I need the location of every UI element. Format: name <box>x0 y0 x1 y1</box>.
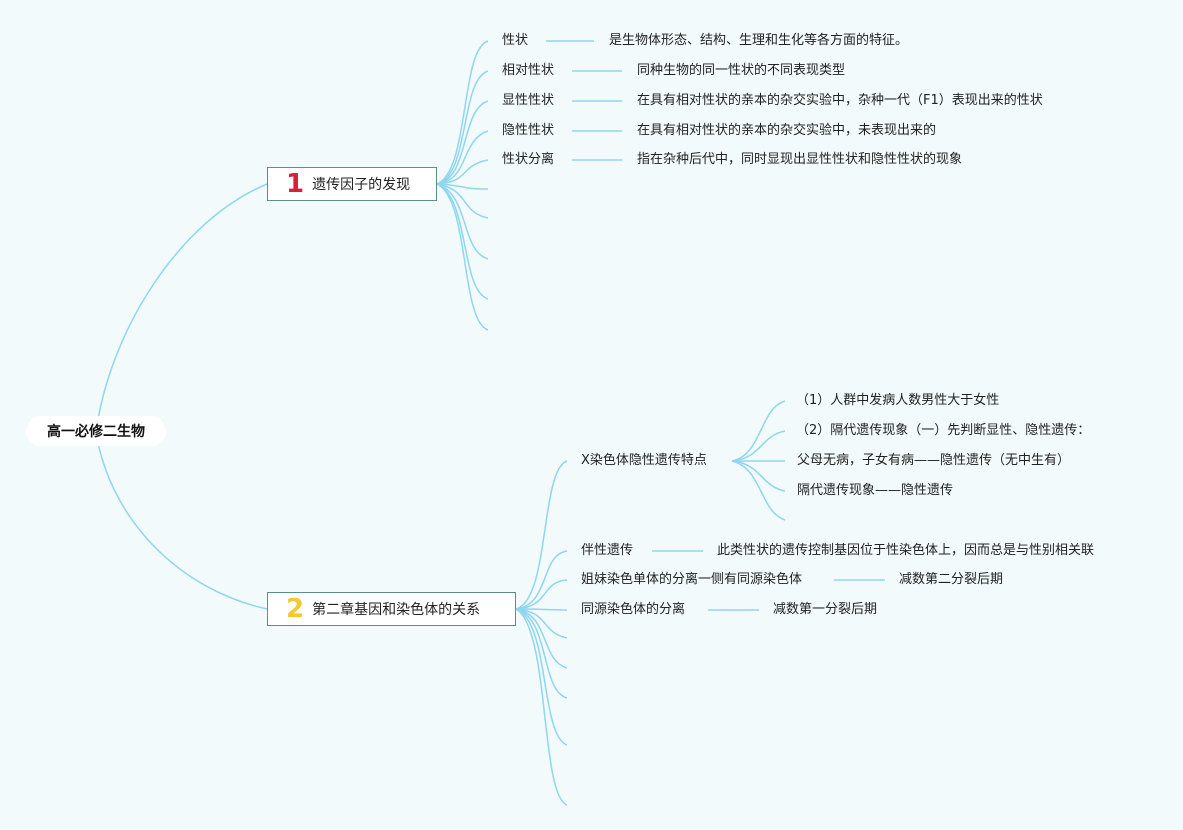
topic1-term[interactable]: 相对性状 <box>502 63 555 78</box>
topic1-branches <box>436 40 489 331</box>
root-label: 高一必修二生物 <box>47 424 145 440</box>
topic2-def[interactable]: 此类性状的遗传控制基因位于性染色体上，因而总是与性别相关联 <box>717 543 1095 558</box>
topic1-term[interactable]: 性状 <box>502 33 529 48</box>
topic2-label: 第二章基因和染色体的关系 <box>312 602 481 618</box>
topic1-def[interactable]: 指在杂种后代中，同时显现出显性性状和隐性性状的现象 <box>637 152 963 167</box>
xlinked-child[interactable]: （1）人群中发病人数男性大于女性 <box>796 393 1000 408</box>
topic2-def-lines <box>652 550 885 611</box>
topic1-term[interactable]: 性状分离 <box>502 152 555 167</box>
root-node[interactable]: 高一必修二生物 <box>26 416 166 446</box>
topic2-term[interactable]: 同源染色体的分离 <box>581 602 686 617</box>
topic1-term[interactable]: 显性性状 <box>502 93 555 108</box>
topic1-label: 遗传因子的发现 <box>312 177 411 193</box>
topic1-def[interactable]: 在具有相对性状的亲本的杂交实验中，未表现出来的 <box>637 123 937 138</box>
topic2-branches <box>515 460 568 806</box>
number-two-icon: 2 <box>286 594 305 624</box>
topic1-node[interactable]: 1 遗传因子的发现 <box>267 167 437 201</box>
xlinked-child[interactable]: 隔代遗传现象——隐性遗传 <box>797 483 954 498</box>
number-one-icon: 1 <box>286 169 305 199</box>
root-to-topic1-line <box>95 183 268 433</box>
xlinked-child[interactable]: （2）隔代遗传现象（一）先判断显性、隐性遗传： <box>796 423 1091 438</box>
topic2-def[interactable]: 减数第一分裂后期 <box>773 602 878 617</box>
topic2-term[interactable]: 伴性遗传 <box>581 543 634 558</box>
topic2-def[interactable]: 减数第二分裂后期 <box>899 572 1004 587</box>
root-to-topic2-line <box>95 431 268 610</box>
topic1-term[interactable]: 隐性性状 <box>502 123 555 138</box>
xlinked-child[interactable]: 父母无病，子女有病——隐性遗传（无中生有） <box>797 453 1071 468</box>
topic1-def[interactable]: 是生物体形态、结构、生理和生化等各方面的特征。 <box>609 33 909 48</box>
topic1-def[interactable]: 在具有相对性状的亲本的杂交实验中，杂种一代（F1）表现出来的性状 <box>637 93 1043 108</box>
topic2-node[interactable]: 2 第二章基因和染色体的关系 <box>267 592 516 626</box>
xlinked-label[interactable]: X染色体隐性遗传特点 <box>581 453 707 468</box>
topic1-def[interactable]: 同种生物的同一性状的不同表现类型 <box>637 63 846 78</box>
xlinked-branches <box>731 400 786 521</box>
topic2-term[interactable]: 姐妹染色单体的分离一侧有同源染色体 <box>581 572 803 587</box>
topic1-def-lines <box>546 40 622 161</box>
